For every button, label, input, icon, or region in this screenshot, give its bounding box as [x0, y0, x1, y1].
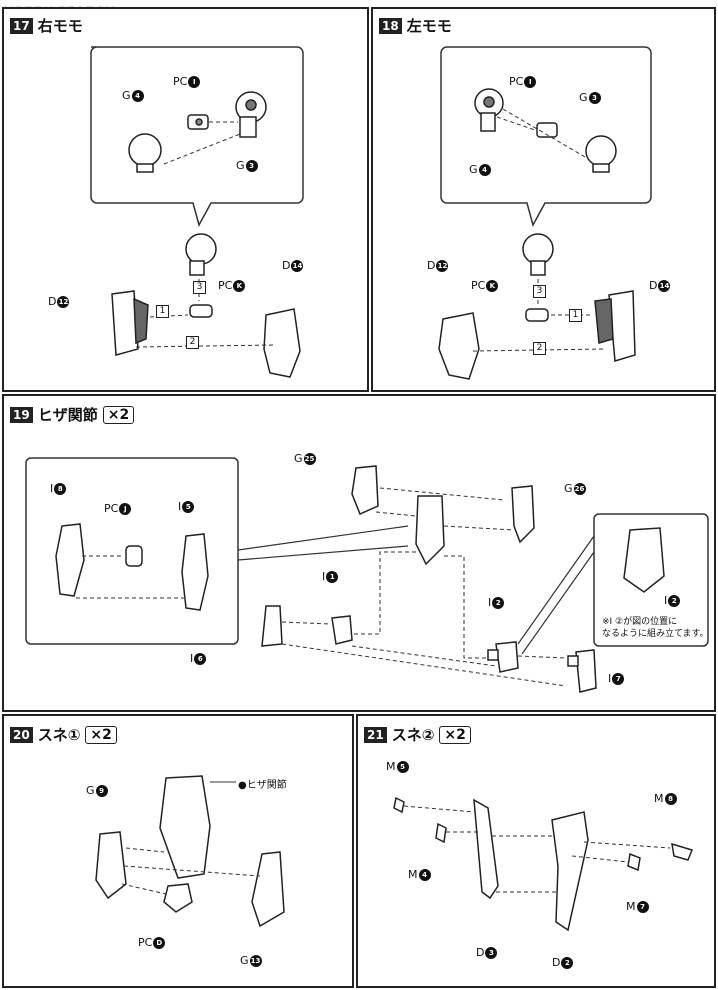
i2-part: [495, 641, 519, 673]
step-number: 19: [10, 406, 33, 423]
pc-i-part: [187, 114, 209, 130]
step-title: 左モモ: [406, 17, 452, 35]
quantity-badge: ×2: [102, 405, 135, 424]
i1-part: [331, 615, 353, 645]
step-number: 21: [364, 726, 387, 743]
quantity-badge: ×2: [85, 725, 117, 744]
order-box-3: 3: [193, 281, 206, 294]
g4-ball-part: [128, 133, 162, 173]
step-20-illustration: [95, 775, 285, 928]
quantity-badge: ×2: [439, 725, 471, 744]
d12-armor: [111, 290, 149, 356]
step-number: 18: [379, 17, 402, 34]
knee-core-part: [415, 495, 445, 566]
d14-armor: [594, 290, 636, 362]
step-17-illustration: [90, 46, 304, 378]
step-21-illustration: [393, 796, 694, 932]
order-box-1: 1: [569, 309, 582, 322]
step-19-illustration: [25, 457, 709, 693]
step-title: スネ①: [37, 726, 81, 744]
d2-part: [551, 811, 589, 932]
step-title: スネ②: [391, 726, 435, 744]
pc-i-part: [536, 122, 558, 138]
thigh-joint-assembly: [522, 233, 554, 322]
g9-part: [95, 831, 127, 900]
i6-part: [261, 605, 283, 647]
i5-part: [181, 533, 209, 611]
d3-part: [473, 798, 499, 900]
thigh-joint-assembly: [185, 233, 217, 318]
m8-part: [671, 842, 694, 861]
g26-part: [511, 485, 535, 544]
step-number: 17: [10, 17, 33, 34]
step-17-panel: 17 右モモ: [2, 7, 369, 392]
m5-part: [393, 796, 405, 814]
order-box-2: 2: [533, 342, 546, 355]
step-18-illustration: [438, 46, 652, 380]
order-box-3: 3: [533, 285, 546, 298]
d14-armor: [263, 308, 301, 378]
g25-part: [351, 465, 379, 516]
d12-armor: [438, 312, 480, 380]
m4-part: [435, 822, 447, 844]
g3-ball-part: [585, 135, 617, 173]
pc-d-part: [163, 883, 193, 913]
g13-part: [251, 851, 285, 928]
i2-detail-part: [623, 527, 665, 593]
label-knee-joint: ●ヒザ関節: [238, 780, 287, 791]
m7-part: [627, 852, 641, 872]
step-19-panel: 19 ヒザ関節 ×2: [2, 394, 716, 712]
step-title: 右モモ: [37, 17, 83, 35]
assembly-note: ※I ②が図の位置に なるように組み立てます。: [602, 617, 709, 639]
order-box-2: 2: [186, 336, 199, 349]
g3-socket-part: [235, 91, 267, 138]
step-number: 20: [10, 726, 33, 743]
order-box-1: 1: [156, 305, 169, 318]
i8-part: [55, 523, 85, 597]
pc-j-part: [125, 545, 143, 567]
g4-socket-part: [474, 88, 504, 132]
step-title: ヒザ関節: [37, 406, 98, 424]
knee-joint-assembly: [159, 775, 211, 879]
i7-part: [575, 649, 597, 693]
